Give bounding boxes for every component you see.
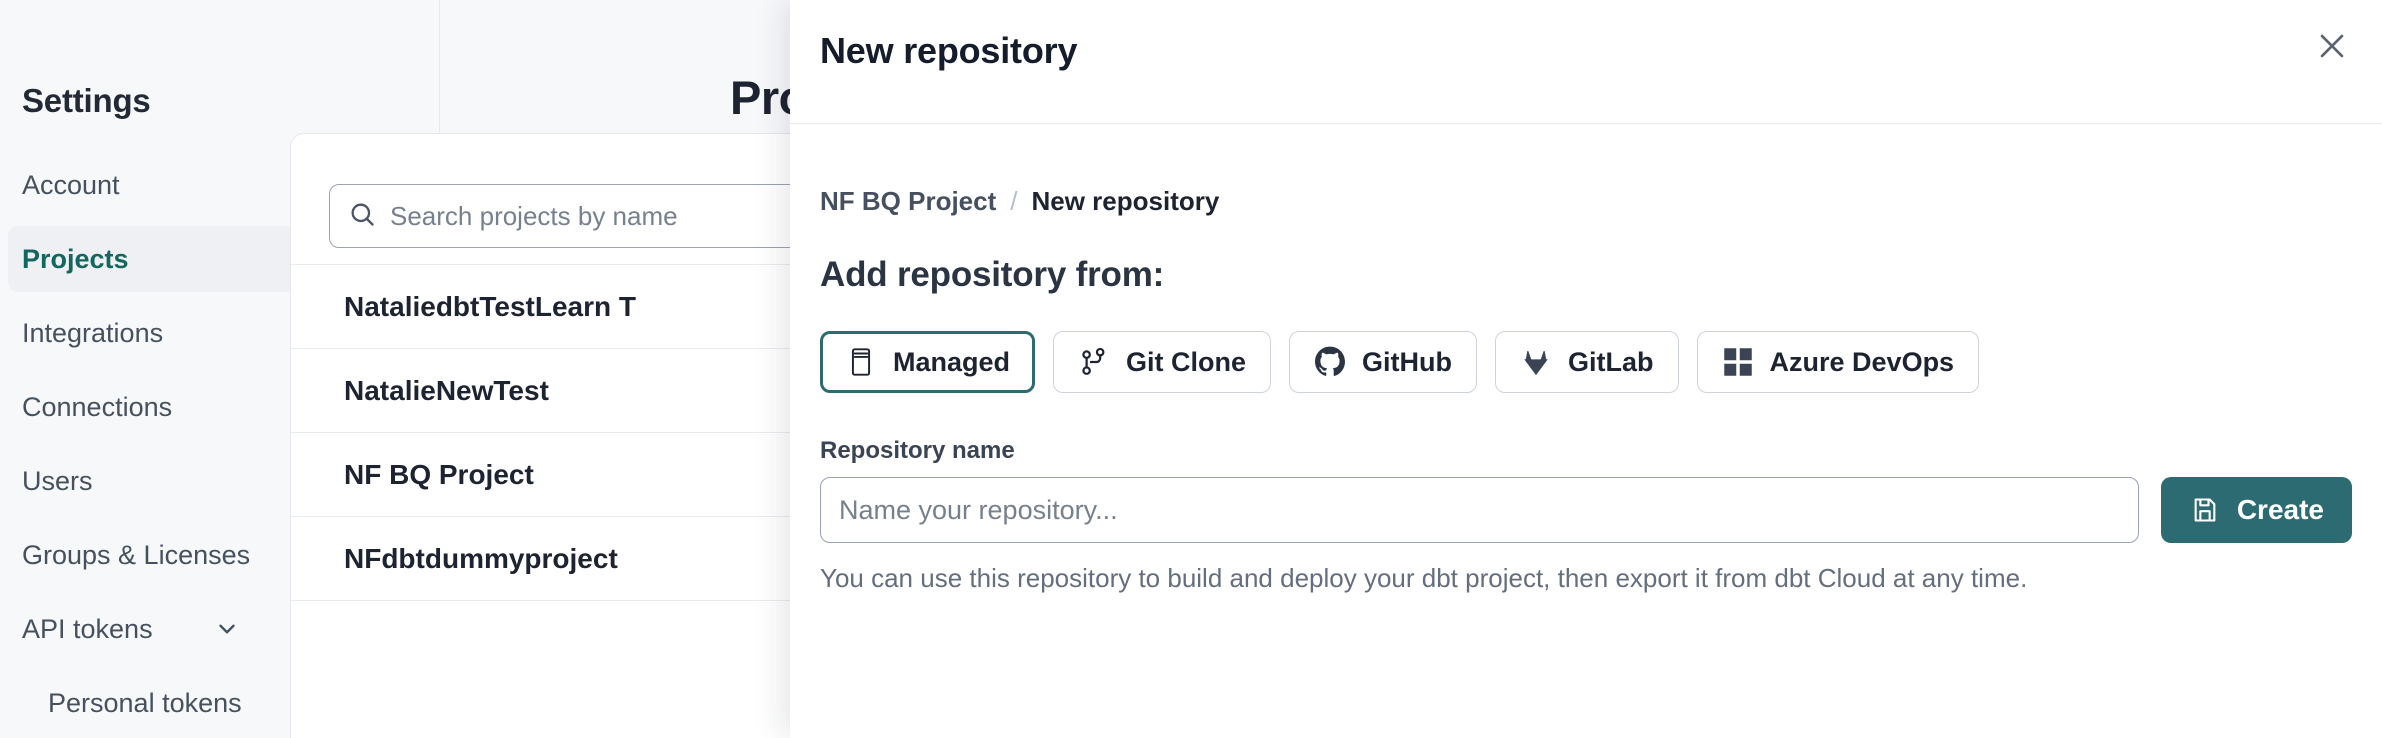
source-button-github[interactable]: GitHub (1289, 331, 1478, 393)
section-heading: Add repository from: (820, 255, 1165, 294)
drawer-header: New repository (790, 0, 2382, 124)
search-projects-placeholder: Search projects by name (390, 200, 678, 231)
database-icon (845, 346, 877, 378)
repository-name-label: Repository name (820, 437, 1015, 464)
gitlab-icon (1520, 346, 1552, 378)
sidebar-item-users[interactable]: Users (0, 444, 440, 518)
repository-name-input[interactable] (820, 477, 2139, 543)
search-icon (348, 200, 376, 233)
sidebar-item-label: Personal tokens (48, 687, 242, 718)
source-button-label: Azure DevOps (1769, 346, 1955, 377)
breadcrumb-separator: / (1010, 186, 1018, 216)
source-button-label: GitLab (1568, 346, 1654, 377)
repository-source-group: Managed Git Clone (820, 331, 2352, 393)
source-button-git-clone[interactable]: Git Clone (1053, 331, 1272, 393)
new-repository-drawer: New repository NF BQ Project / New repos… (790, 0, 2382, 738)
sidebar-item-api-tokens[interactable]: API tokens (0, 592, 440, 666)
close-icon[interactable] (2308, 22, 2356, 70)
sidebar-item-label: Users (22, 465, 93, 496)
sidebar-item-label: Groups & Licenses (22, 539, 251, 570)
sidebar-title: Settings (22, 82, 151, 119)
helper-text: You can use this repository to build and… (820, 563, 2028, 593)
git-branch-icon (1078, 346, 1110, 378)
source-button-label: GitHub (1362, 346, 1453, 377)
drawer-title: New repository (820, 30, 1078, 71)
sidebar-item-integrations[interactable]: Integrations (0, 296, 440, 370)
source-button-azure-devops[interactable]: Azure DevOps (1696, 331, 1980, 393)
azure-devops-icon (1722, 346, 1754, 378)
source-button-gitlab[interactable]: GitLab (1495, 331, 1679, 393)
sidebar-item-label: Account (22, 169, 120, 200)
breadcrumb-parent-link[interactable]: NF BQ Project (820, 186, 997, 216)
github-icon (1314, 346, 1346, 378)
sidebar-item-label: Connections (22, 391, 173, 422)
sidebar-item-connections[interactable]: Connections (0, 370, 440, 444)
repository-name-row: Create (820, 477, 2352, 543)
sidebar-item-label: API tokens (22, 613, 153, 644)
create-button[interactable]: Create (2160, 477, 2352, 543)
create-button-label: Create (2236, 494, 2324, 525)
sidebar-nav: Account Projects Integrations Connection… (0, 148, 440, 738)
source-button-label: Managed (893, 346, 1011, 377)
source-button-managed[interactable]: Managed (820, 331, 1036, 393)
chevron-down-icon[interactable] (214, 616, 240, 642)
sidebar-item-groups-licenses[interactable]: Groups & Licenses (0, 518, 440, 592)
breadcrumb: NF BQ Project / New repository (820, 186, 2352, 217)
sidebar-item-personal-tokens[interactable]: Personal tokens (0, 666, 440, 738)
drawer-body: NF BQ Project / New repository Add repos… (790, 186, 2382, 594)
save-icon (2189, 494, 2221, 526)
sidebar-item-label: Projects (22, 243, 129, 274)
source-button-label: Git Clone (1126, 346, 1247, 377)
sidebar-item-label: Integrations (22, 317, 164, 348)
sidebar-item-account[interactable]: Account (0, 148, 440, 222)
breadcrumb-current: New repository (1031, 186, 1220, 216)
